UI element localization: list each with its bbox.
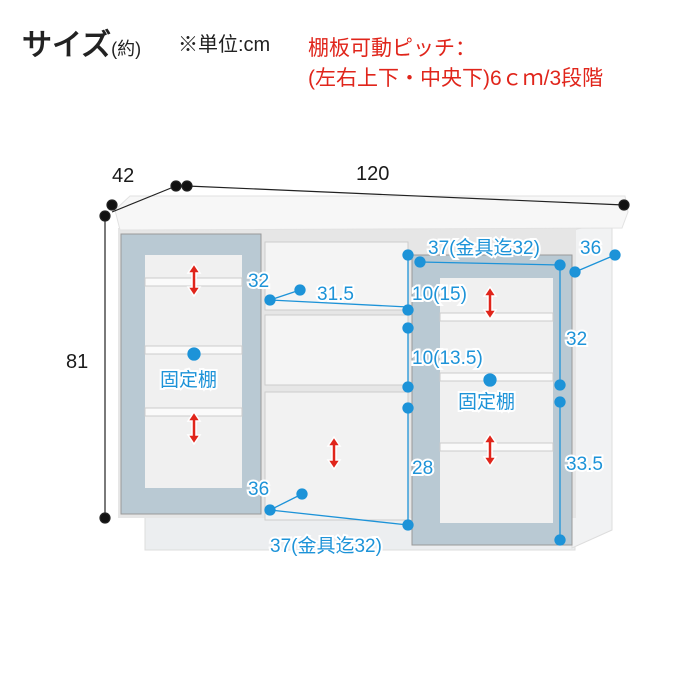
- right-fixed-shelf-label: 固定棚: [458, 391, 515, 413]
- page-title: サイズ(約): [22, 29, 142, 62]
- drawer1-inner-height: 10(15): [412, 284, 467, 305]
- shelf-pitch-value: (左右上下・中央下)6ｃｍ/3段階: [308, 67, 604, 90]
- depth-label: 42: [112, 165, 134, 187]
- drawer1-height: 32: [248, 271, 269, 292]
- drawer-inner-width: 37(金具迄32): [270, 535, 382, 557]
- height-label: 81: [66, 351, 88, 373]
- drawer2-inner-height: 10(13.5): [412, 348, 483, 369]
- drawer1-width: 31.5: [317, 284, 354, 305]
- right-cabinet-depth: 36: [580, 238, 601, 259]
- overall-dimension-lines: [99, 180, 630, 524]
- shelf-pitch-label: 棚板可動ピッチ：: [308, 37, 476, 60]
- right-cabinet-inner-width: 37(金具迄32): [428, 237, 540, 259]
- drawer3-depth: 36: [248, 479, 269, 500]
- inner-dimension-lines: [187, 249, 621, 546]
- unit-note: ※単位:cm: [178, 34, 271, 56]
- width-label: 120: [356, 163, 389, 185]
- left-fixed-shelf-label: 固定棚: [160, 369, 217, 391]
- right-lower-height: 33.5: [566, 454, 603, 475]
- drawer3-inner-height: 28: [412, 458, 433, 479]
- right-upper-height: 32: [566, 329, 587, 350]
